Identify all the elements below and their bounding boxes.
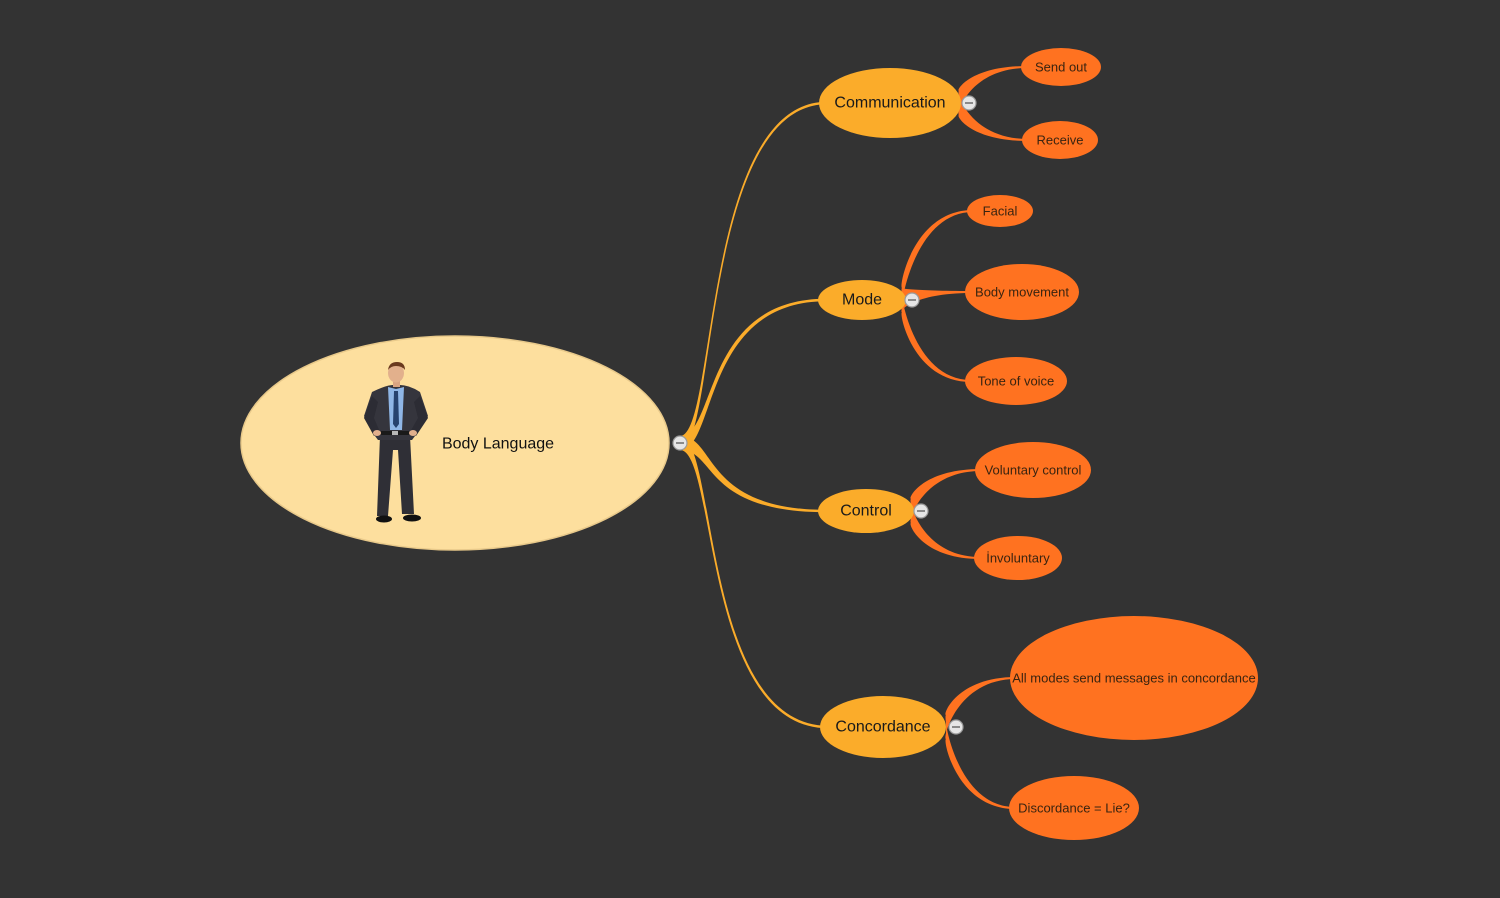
subtopic-node-label: İnvoluntary — [986, 551, 1050, 566]
subtopic-node[interactable]: Send out — [1021, 48, 1101, 86]
subtopic-node-shape — [1009, 776, 1139, 840]
subtopic-node[interactable]: Voluntary control — [975, 442, 1091, 498]
topic-node-shape — [818, 489, 914, 533]
branch-topic-to-subtopic — [901, 288, 971, 312]
topic-node-shape — [818, 280, 906, 320]
topic-collapse-toggle[interactable] — [913, 503, 929, 519]
subtopic-node[interactable]: Body movement — [965, 264, 1079, 320]
branch-topic-to-subtopic — [910, 499, 980, 559]
subtopic-node-shape — [1010, 616, 1258, 740]
subtopic-node-shape — [1022, 121, 1098, 159]
subtopic-node[interactable]: Receive — [1022, 121, 1098, 159]
branch-topic-to-subtopic — [958, 66, 1027, 115]
topic-collapse-toggle[interactable] — [961, 95, 977, 111]
root-collapse-toggle[interactable] — [672, 435, 688, 451]
topic-node-communication[interactable]: Communication — [819, 68, 961, 138]
subtopic-node[interactable]: Facial — [967, 195, 1033, 227]
businessman-figure-image — [364, 362, 428, 523]
subtopic-node-label: Discordance = Lie? — [1018, 801, 1130, 816]
topic-node-control[interactable]: Control — [818, 489, 914, 533]
topic-node-concordance[interactable]: Concordance — [820, 696, 946, 758]
root-node-shape — [240, 335, 670, 551]
branch-layer — [680, 66, 1028, 809]
subtopic-node-label: Tone of voice — [978, 374, 1055, 389]
topic-node-label: Concordance — [835, 719, 930, 736]
subtopic-node-label: Receive — [1037, 133, 1084, 148]
subtopic-node-shape — [965, 264, 1079, 320]
subtopic-node-label: All modes send messages in concordance — [1012, 671, 1256, 686]
subtopic-node-label: Facial — [983, 204, 1018, 219]
branch-topic-to-subtopic — [945, 677, 1016, 739]
subtopic-node-shape — [1021, 48, 1101, 86]
topic-node-shape — [819, 68, 961, 138]
topic-collapse-toggle[interactable] — [904, 292, 920, 308]
subtopic-node[interactable]: İnvoluntary — [974, 536, 1062, 580]
subtopic-node-shape — [975, 442, 1091, 498]
subtopic-node-label: Send out — [1035, 60, 1087, 75]
branch-topic-to-subtopic — [958, 91, 1028, 141]
subtopic-node[interactable]: Tone of voice — [965, 357, 1067, 405]
branch-root-to-topic — [680, 298, 826, 450]
subtopic-node-shape — [967, 195, 1033, 227]
topic-node-label: Communication — [834, 95, 945, 112]
subtopic-node-label: Voluntary control — [985, 463, 1082, 478]
topic-node-shape — [820, 696, 946, 758]
root-node[interactable]: Body Language — [240, 335, 670, 551]
subtopic-node-shape — [965, 357, 1067, 405]
branch-root-to-topic — [680, 436, 826, 513]
topic-node-label: Mode — [842, 292, 882, 309]
subtopic-node[interactable]: Discordance = Lie? — [1009, 776, 1139, 840]
branch-topic-to-subtopic — [910, 469, 981, 523]
branch-root-to-topic — [680, 101, 827, 451]
root-node-label: Body Language — [442, 436, 554, 453]
topic-collapse-toggle[interactable] — [948, 719, 964, 735]
subtopic-node[interactable]: All modes send messages in concordance — [1010, 616, 1258, 740]
toggle-layer — [672, 95, 977, 735]
branch-root-to-topic — [680, 436, 828, 729]
subtopic-node-label: Body movement — [975, 285, 1069, 300]
topic-node-mode[interactable]: Mode — [818, 280, 906, 320]
subtopic-node-shape — [974, 536, 1062, 580]
node-layer: Body Language Communication Send outReceiv… — [240, 48, 1258, 840]
topic-node-label: Control — [840, 503, 892, 520]
